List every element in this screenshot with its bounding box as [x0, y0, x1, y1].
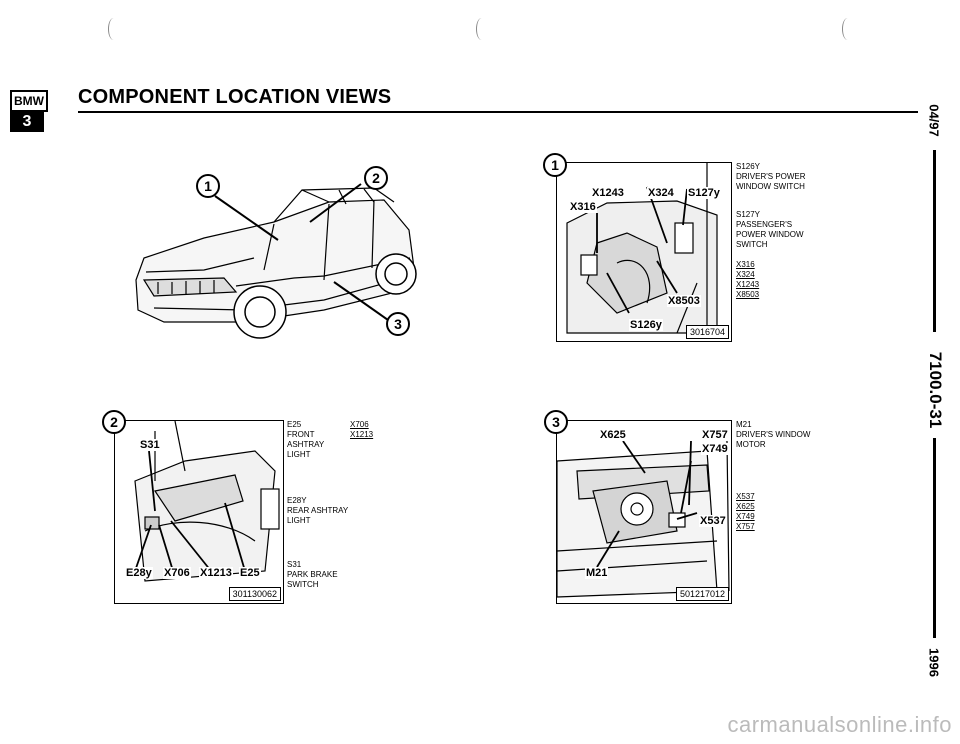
legend-connector: X1213	[350, 430, 374, 439]
figure-2-drawing	[134, 421, 280, 582]
fig1-label-x1243: X1243	[591, 187, 625, 199]
legend-connector: X625	[736, 502, 755, 511]
fig2-label-x1213: X1213	[199, 567, 233, 579]
page-title: COMPONENT LOCATION VIEWS	[78, 86, 392, 108]
fig2-label-e25: E25	[239, 567, 261, 579]
watermark: carmanualsonline.info	[727, 712, 952, 737]
fig3-label-x537: X537	[699, 515, 727, 527]
fig2-image-id: 301130062	[228, 587, 281, 601]
car-illustration	[135, 183, 417, 339]
fig1-label-s126y: S126y	[629, 319, 663, 331]
header-rule	[78, 111, 918, 113]
fig3-label-x757: X757	[701, 429, 729, 441]
legend-connector: X324	[736, 270, 755, 279]
fig1-label-x8503: X8503	[667, 295, 701, 307]
car-overview: 1 2 3	[124, 160, 420, 360]
figure-1-number: 1	[543, 153, 567, 177]
figure-2: S31 E28y X706 X1213 E25 301130062	[114, 420, 284, 604]
series-badge: 3	[10, 112, 44, 132]
overview-callout-1: 1	[196, 174, 220, 198]
scan-mark	[108, 18, 119, 40]
fig1-legend: S126y DRIVER'S POWER WINDOW SWITCH S127y…	[736, 162, 816, 300]
legend-code: E28y	[287, 496, 307, 505]
figure-2-number: 2	[102, 410, 126, 434]
side-date: 04/97	[926, 104, 942, 137]
figure-1: X1243 X324 S127y X316 X8503 S126y 301670…	[556, 162, 732, 342]
figure-3-number: 3	[544, 410, 568, 434]
overview-callout-3: 3	[386, 312, 410, 336]
legend-connector: X316	[736, 260, 755, 269]
fig2-legend-e25: E25 FRONT ASHTRAY LIGHT	[287, 420, 345, 460]
legend-desc: FRONT ASHTRAY LIGHT	[287, 430, 325, 459]
fig2-label-s31: S31	[139, 439, 161, 451]
fig3-legend: M21 DRIVER'S WINDOW MOTOR X537 X625 X749…	[736, 420, 816, 532]
legend-code: S126y	[736, 162, 761, 171]
overview-callout-2: 2	[364, 166, 388, 190]
fig1-label-x324: X324	[647, 187, 675, 199]
fig3-label-x749: X749	[701, 443, 729, 455]
fig2-label-x706: X706	[163, 567, 191, 579]
legend-connector: X8503	[736, 290, 760, 299]
fig1-label-s127y: S127y	[687, 187, 721, 199]
fig2-legend-e28y: E28y REAR ASHTRAY LIGHT	[287, 496, 357, 526]
fig3-label-x625: X625	[599, 429, 627, 441]
side-year: 1996	[926, 648, 942, 677]
fig1-image-id: 3016704	[685, 325, 729, 339]
legend-desc: DRIVER'S POWER WINDOW SWITCH	[736, 172, 806, 191]
fig3-label-m21: M21	[585, 567, 609, 579]
legend-code: S127y	[736, 210, 761, 219]
figure-3: X625 X757 X749 X537 M21 501217012	[556, 420, 732, 604]
fig3-image-id: 501217012	[675, 587, 729, 601]
legend-connector: X1243	[736, 280, 760, 289]
legend-code: S31	[287, 560, 302, 569]
legend-connector: X749	[736, 512, 755, 521]
legend-desc: REAR ASHTRAY LIGHT	[287, 506, 349, 525]
legend-connector: X757	[736, 522, 755, 531]
legend-desc: DRIVER'S WINDOW MOTOR	[736, 430, 811, 449]
fig2-label-e28y: E28y	[125, 567, 153, 579]
fig2-legend-connectors: X706 X1213	[350, 420, 390, 440]
logo-text: BMW	[10, 90, 48, 112]
legend-connector: X537	[736, 492, 755, 501]
side-rule	[933, 438, 936, 638]
side-page-code: 7100.0-31	[926, 351, 945, 429]
figure-1-drawing	[566, 163, 718, 334]
figure-3-drawing	[557, 430, 730, 598]
bmw-logo: BMW 3	[8, 90, 72, 134]
side-rule	[933, 150, 936, 332]
scan-mark	[476, 18, 487, 40]
legend-desc: PARK BRAKE SWITCH	[287, 570, 338, 589]
legend-connector: X706	[350, 420, 369, 429]
scan-mark	[842, 18, 853, 40]
fig2-legend-s31: S31 PARK BRAKE SWITCH	[287, 560, 351, 590]
fig1-label-x316: X316	[569, 201, 597, 213]
legend-code: M21	[736, 420, 752, 429]
legend-code: E25	[287, 420, 302, 429]
legend-desc: PASSENGER'S POWER WINDOW SWITCH	[736, 220, 804, 249]
